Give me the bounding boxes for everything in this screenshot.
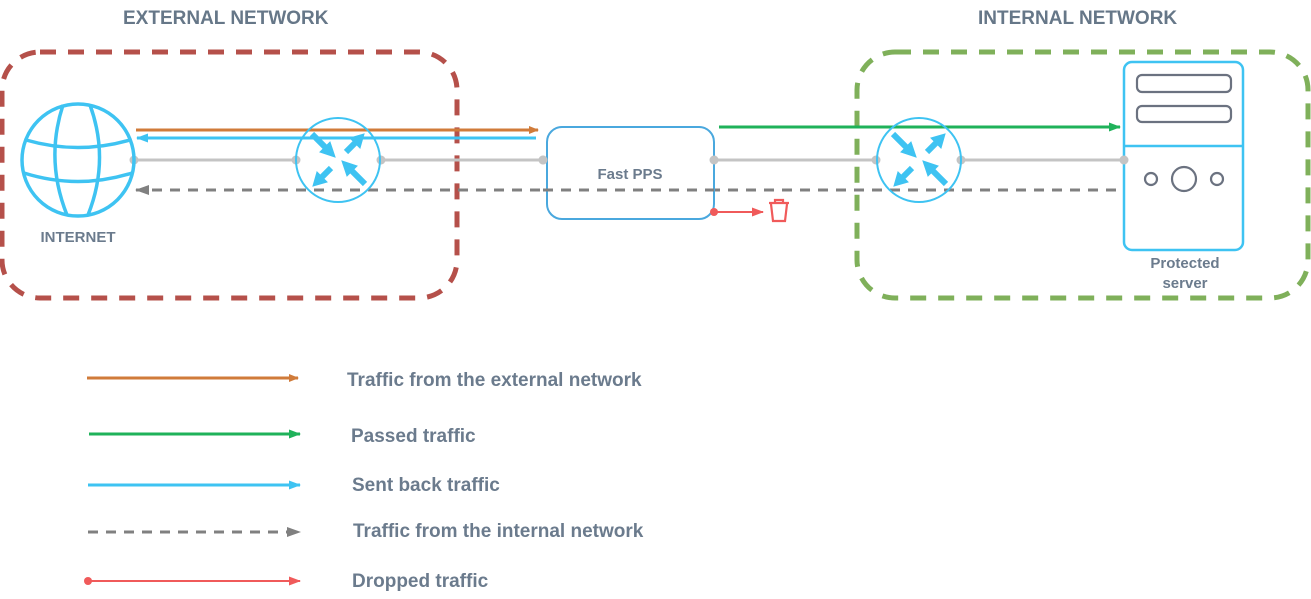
- internal-router: [876, 117, 962, 203]
- legend-label-external: Traffic from the external network: [347, 370, 642, 391]
- internet-label: INTERNET: [41, 229, 116, 246]
- legend-label-sent-back: Sent back traffic: [352, 475, 500, 496]
- server-label-line1: Protected: [1150, 255, 1219, 272]
- router-icon: [890, 131, 949, 187]
- server-icon: [1122, 60, 1245, 252]
- external-router: [295, 117, 381, 203]
- legend-label-passed: Passed traffic: [351, 426, 476, 447]
- trash-icon: [769, 198, 789, 223]
- external-network-zone: [0, 49, 460, 301]
- internal-network-title: INTERNAL NETWORK: [978, 8, 1178, 29]
- fast-pps-device: [546, 126, 715, 220]
- fast-pps-label: Fast PPS: [597, 166, 662, 183]
- internal-network-zone: [854, 49, 1311, 301]
- legend: [84, 374, 301, 586]
- server-label-line2: server: [1162, 275, 1207, 292]
- legend-label-internal: Traffic from the internal network: [353, 521, 644, 542]
- external-network-title: EXTERNAL NETWORK: [123, 8, 329, 29]
- globe-icon: [20, 102, 136, 218]
- router-icon: [309, 131, 368, 187]
- legend-label-dropped: Dropped traffic: [352, 571, 489, 592]
